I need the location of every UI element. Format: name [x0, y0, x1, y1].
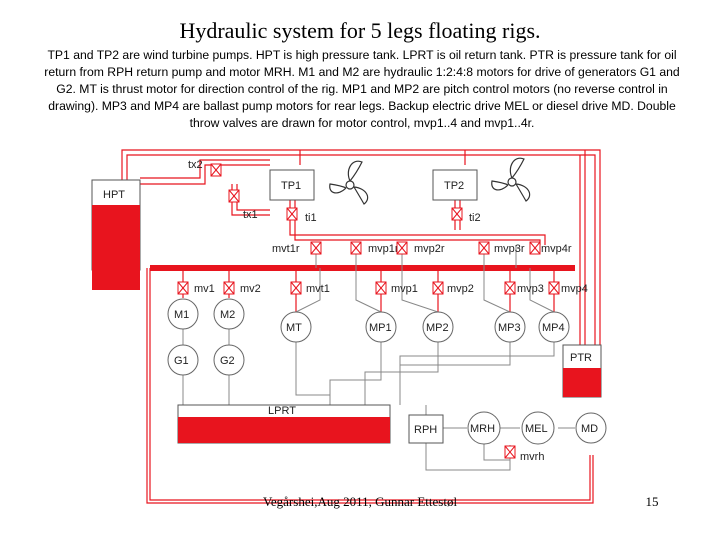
motor-mt: MT [280, 311, 312, 343]
valve-tx2-label: tx2 [188, 159, 203, 171]
motor-mel-label: MEL [525, 423, 548, 435]
hpt-label: HPT [103, 189, 125, 201]
valve-mvp3: mvp3 [504, 281, 544, 295]
turbine-2-propeller-icon [491, 157, 531, 202]
valve-mvp4-label: mvp4 [561, 283, 588, 295]
motor-m2-label: M2 [220, 309, 235, 321]
valve-mvp2: mvp2 [432, 281, 474, 295]
motor-md: MD [575, 412, 607, 444]
valve-mvrh: mvrh [504, 445, 544, 463]
page-number: 15 [645, 494, 659, 509]
valve-mvp1-label: mvp1 [391, 283, 418, 295]
rph-label: RPH [414, 424, 437, 436]
valve-ti2: ti2 [451, 207, 481, 224]
motor-mel: MEL [521, 411, 555, 445]
valve-ti1: ti1 [286, 207, 317, 224]
description-text: TP1 and TP2 are wind turbine pumps. HPT … [44, 48, 680, 130]
valve-mvp4r: mvp4r [529, 241, 572, 255]
motor-md-label: MD [581, 423, 598, 435]
lprt-label: LPRT [268, 405, 296, 417]
motor-mt-label: MT [286, 322, 302, 334]
valve-mvrh-label: mvrh [520, 451, 544, 463]
motor-mp2-label: MP2 [426, 322, 449, 334]
turbine-1-propeller-icon [329, 160, 369, 205]
valve-mvp2r-label: mvp2r [414, 243, 445, 255]
footer-text: Vegårshei,Aug 2011, Gunnar Ettestøl [262, 494, 458, 509]
valve-tx1-label: tx1 [243, 209, 258, 221]
generator-g1-label: G1 [174, 355, 189, 367]
valve-ti2-label: ti2 [469, 212, 481, 224]
generator-g2: G2 [213, 344, 245, 376]
valve-mvt1: mvt1 [290, 281, 330, 295]
motor-m1: M1 [167, 298, 199, 330]
motor-mrh: MRH [467, 411, 501, 445]
valve-tx1: tx1 [228, 189, 258, 221]
tp2-label: TP2 [444, 180, 464, 192]
motor-mrh-label: MRH [470, 423, 495, 435]
valve-mvt1r-label: mvt1r [272, 243, 300, 255]
valve-ti1-label: ti1 [305, 212, 317, 224]
ptr-label: PTR [570, 352, 592, 364]
valve-mvt1-label: mvt1 [306, 283, 330, 295]
valve-mv1: mv1 [177, 281, 215, 295]
motor-m2: M2 [213, 298, 245, 330]
valve-mvp1r-label: mvp1r [368, 243, 399, 255]
valve-mvp4: mvp4 [548, 281, 588, 295]
valve-mvp4r-label: mvp4r [541, 243, 572, 255]
rph-pump: RPH [408, 414, 444, 444]
valve-mvp2-label: mvp2 [447, 283, 474, 295]
tp1-label: TP1 [281, 180, 301, 192]
valve-mvp3r: mvp3r [478, 241, 525, 255]
motor-m1-label: M1 [174, 309, 189, 321]
motor-mp2: MP2 [422, 311, 454, 343]
valve-mvp2r: mvp2r [396, 241, 445, 255]
valve-mv1-label: mv1 [194, 283, 215, 295]
page-title: Hydraulic system for 5 legs floating rig… [179, 18, 541, 43]
generator-g1: G1 [167, 344, 199, 376]
ptr-tank: PTR [562, 344, 602, 398]
valve-mvp3-label: mvp3 [517, 283, 544, 295]
motor-mp3-label: MP3 [498, 322, 521, 334]
valve-mvp3r-label: mvp3r [494, 243, 525, 255]
motor-mp1: MP1 [365, 311, 397, 343]
lprt-tank: LPRT [177, 404, 391, 444]
motor-mp4: MP4 [538, 311, 570, 343]
valve-mv2: mv2 [223, 281, 261, 295]
return-lines [182, 245, 575, 471]
valve-tx2: tx2 [188, 159, 222, 177]
valve-mvp1r: mvp1r [350, 241, 399, 255]
motor-mp1-label: MP1 [369, 322, 392, 334]
motor-mp3: MP3 [494, 311, 526, 343]
pressure-pipes [121, 149, 601, 504]
tp1-pump: TP1 [269, 169, 315, 201]
motor-mp4-label: MP4 [542, 322, 565, 334]
valve-mv2-label: mv2 [240, 283, 261, 295]
generator-g2-label: G2 [220, 355, 235, 367]
valve-mvt1r: mvt1r [272, 241, 322, 255]
valve-mvp1: mvp1 [375, 281, 418, 295]
tp2-pump: TP2 [432, 169, 478, 201]
hpt-tank: HPT [91, 179, 141, 290]
